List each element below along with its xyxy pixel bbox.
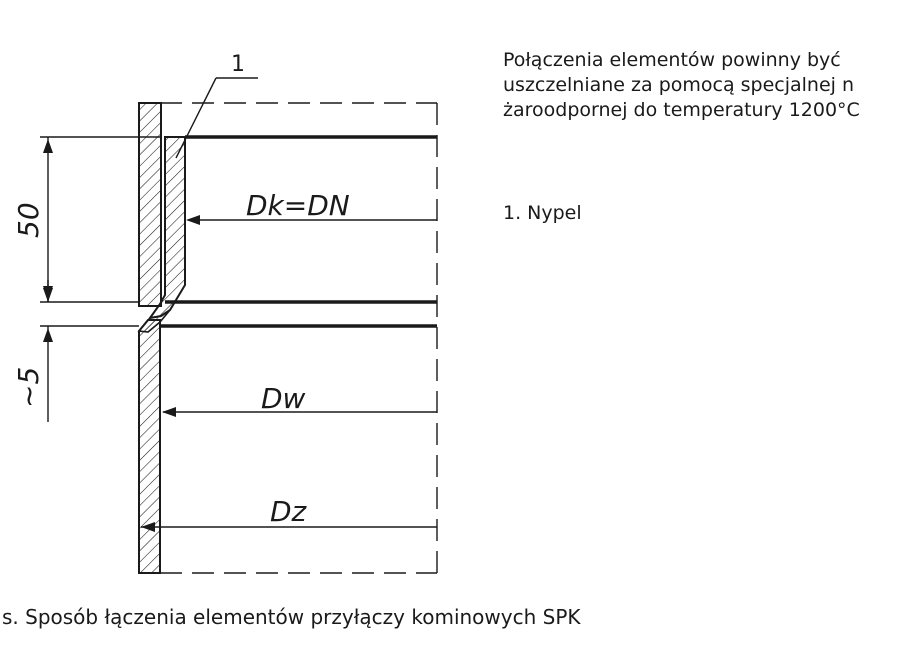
dim-5-label: ~5 — [12, 367, 45, 408]
sealing-note-line-3: żaroodpornej do temperatury 1200°C — [503, 99, 860, 121]
pipe-edges — [160, 135, 437, 328]
outer-pipe-wall — [138, 102, 162, 574]
dim-dz-label: Dz — [270, 495, 308, 528]
dim-dk-dn-label: Dk=DN — [246, 189, 350, 222]
vertical-dimensions — [40, 136, 160, 422]
figure-caption: s. Sposób łączenia elementów przyłączy k… — [2, 605, 581, 629]
dashed-outline — [160, 102, 438, 574]
callout-1-label: 1 — [231, 52, 245, 77]
dimension-lines — [141, 215, 437, 532]
callout-1-leader — [175, 77, 258, 159]
legend-item-nypel: 1. Nypel — [503, 202, 582, 224]
dim-dw-label: Dw — [261, 382, 306, 415]
sealing-note-line-2: uszczelniane za pomocą specjalnej n — [503, 74, 855, 96]
sealing-note-line-1: Połączenia elementów powinny być — [503, 49, 841, 71]
nypel-wall — [137, 136, 186, 333]
sealing-note: Połączenia elementów powinny być uszczel… — [503, 48, 860, 123]
dim-50-label: 50 — [12, 202, 45, 238]
